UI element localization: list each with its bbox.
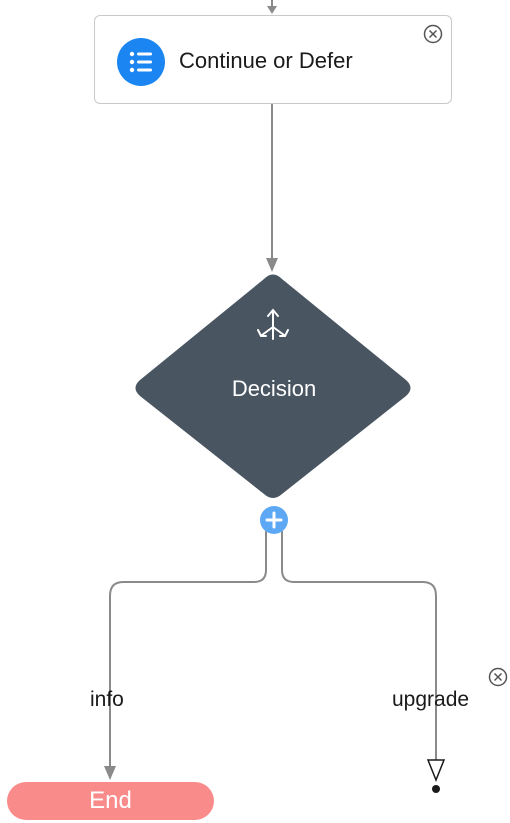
decision-label: Decision [231, 376, 317, 401]
remove-screen-node-button[interactable] [423, 24, 443, 44]
add-button[interactable] [260, 506, 288, 534]
screen-node-label: Continue or Defer [179, 48, 353, 73]
decision-node[interactable] [135, 274, 411, 499]
screen-to-decision-arrowhead [266, 258, 278, 272]
screen-node-card[interactable]: Continue or Defer [94, 15, 452, 104]
split-arrows-icon [257, 308, 289, 340]
upgrade-branch-arrowhead [426, 759, 446, 783]
info-branch-connector [109, 531, 267, 770]
upgrade-branch-connector [281, 531, 437, 760]
close-icon [488, 667, 508, 687]
remove-upgrade-branch-button[interactable] [488, 667, 508, 687]
branch-label-info[interactable]: info [90, 688, 124, 711]
end-node[interactable]: End [7, 782, 214, 820]
incoming-arrowhead [267, 6, 277, 14]
branch-label-upgrade[interactable]: upgrade [392, 688, 470, 711]
close-icon [423, 24, 443, 44]
list-icon [117, 38, 165, 86]
info-branch-arrowhead [104, 766, 116, 780]
upgrade-branch-endpoint [432, 785, 440, 793]
